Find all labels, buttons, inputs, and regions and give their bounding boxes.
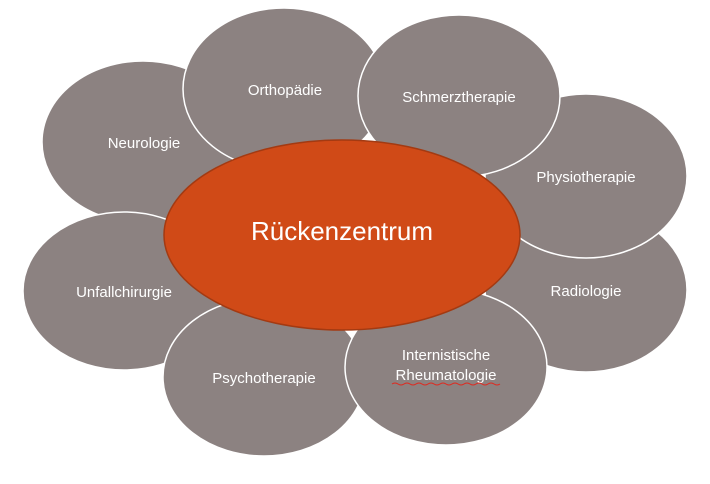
petal-internistische-rheumatologie: Internistische Rheumatologie (344, 288, 548, 446)
center-label: Rückenzentrum (251, 216, 433, 246)
petal-label-line-1: Internistische (402, 347, 490, 364)
petal-psychotherapie: Psychotherapie (162, 297, 366, 457)
petal-label: Radiologie (551, 283, 622, 300)
petal-label: Neurologie (108, 135, 181, 152)
petal-schmerztherapie: Schmerztherapie (357, 14, 561, 178)
petal-label: Schmerztherapie (402, 89, 515, 106)
spellcheck-underline (391, 382, 501, 386)
petal-label: Psychotherapie (212, 370, 315, 387)
center-node: Rückenzentrum (163, 139, 521, 331)
petal-label-line-2: Rheumatologie (396, 367, 497, 384)
petal-label: Physiotherapie (536, 169, 635, 186)
petal-label: Unfallchirurgie (76, 284, 172, 301)
petal-label: Orthopädie (248, 82, 322, 99)
